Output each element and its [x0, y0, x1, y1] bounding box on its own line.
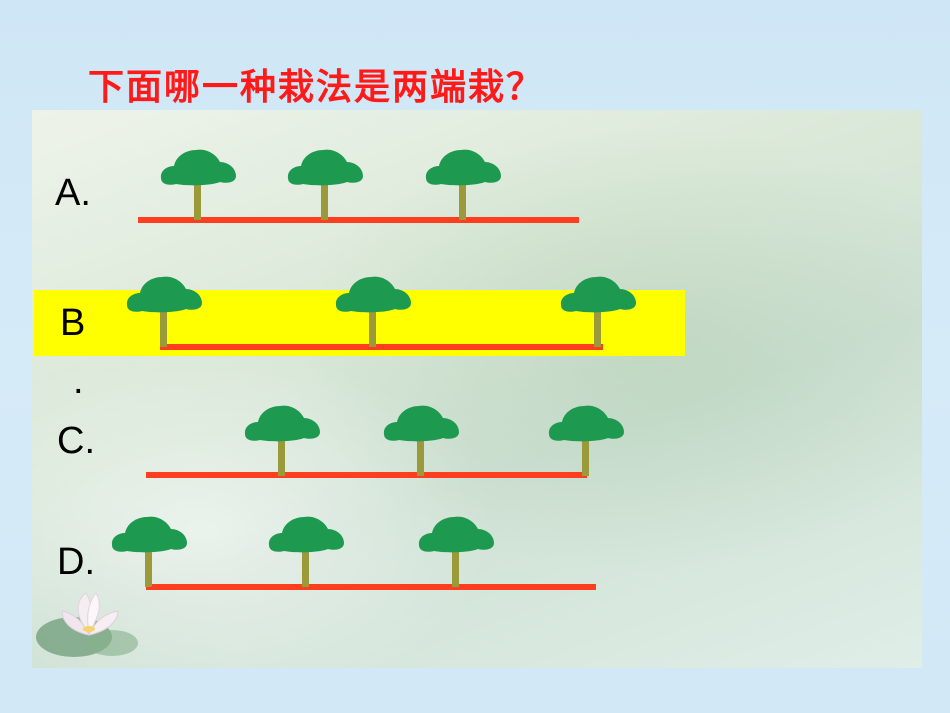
tree-icon: [423, 144, 503, 220]
option-a-baseline: [138, 217, 579, 223]
option-d-label: D.: [57, 541, 95, 583]
tree-icon: [242, 400, 322, 476]
option-a-label: A.: [55, 172, 91, 214]
tree-icon: [546, 400, 626, 476]
content-panel: [32, 110, 922, 668]
tree-icon: [158, 144, 238, 220]
option-b-baseline: [160, 344, 603, 350]
tree-icon: [285, 144, 365, 220]
option-b-label-dot: .: [73, 360, 84, 402]
option-c-baseline: [146, 472, 587, 478]
tree-icon: [416, 511, 496, 587]
tree-icon: [266, 511, 346, 587]
tree-icon: [381, 400, 461, 476]
tree-icon: [558, 271, 638, 347]
option-c-label: C.: [57, 420, 95, 462]
tree-icon: [124, 271, 204, 347]
lotus-flower-icon: [34, 585, 144, 660]
question-title: 下面哪一种栽法是两端栽？: [88, 67, 545, 108]
option-d-baseline: [146, 584, 596, 590]
option-b-label: B: [60, 302, 86, 344]
tree-icon: [333, 271, 413, 347]
tree-icon: [109, 511, 189, 587]
